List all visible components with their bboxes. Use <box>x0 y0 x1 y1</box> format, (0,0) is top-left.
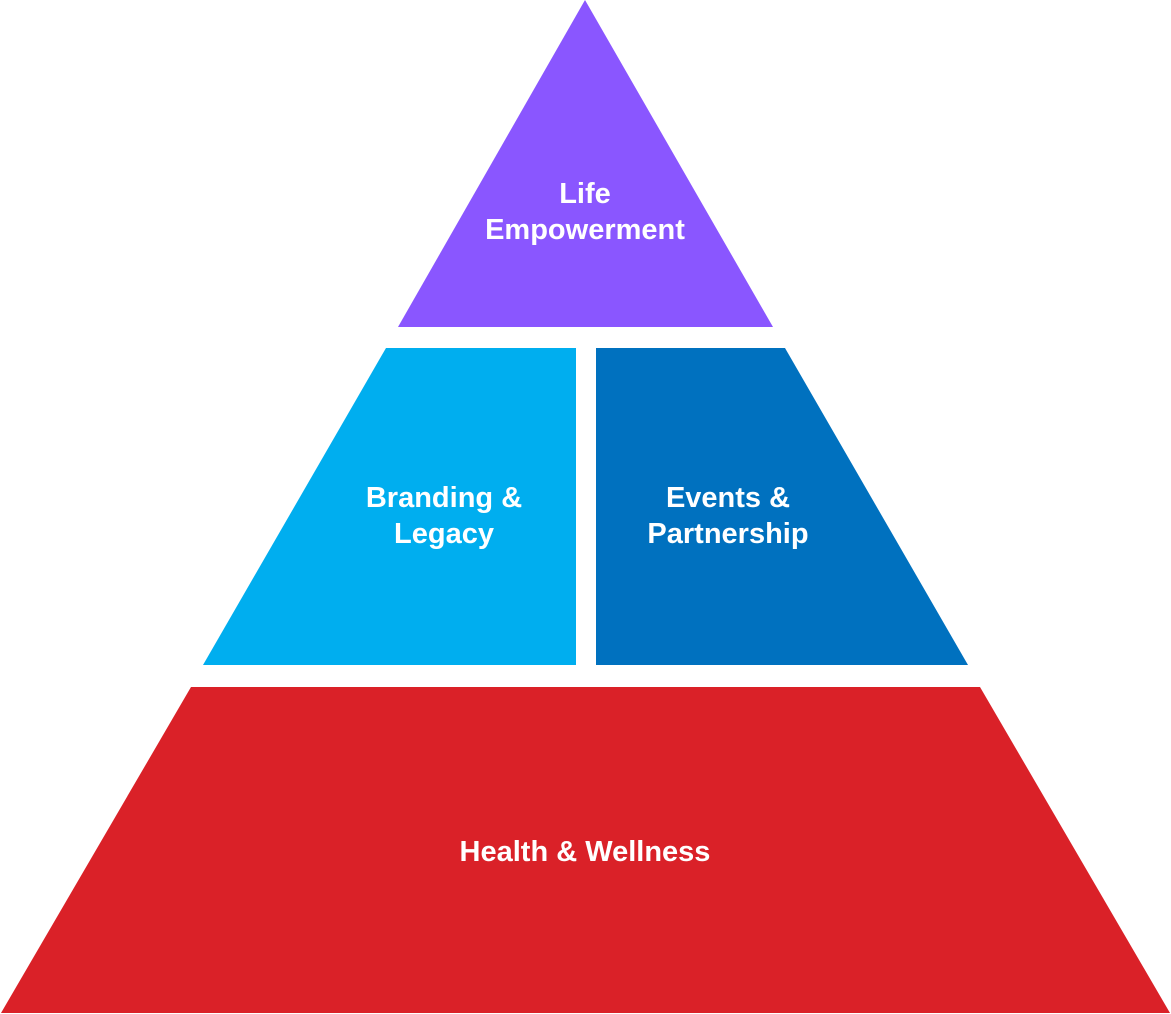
tier-events-partnership-shape <box>596 348 968 665</box>
tier-life-empowerment-label-line1: Life <box>559 178 611 210</box>
tier-branding-legacy[interactable]: Branding & Legacy <box>203 348 576 665</box>
tier-events-partnership-label-line2: Partnership <box>647 518 808 550</box>
tier-branding-legacy-label-line1: Branding & <box>366 482 522 514</box>
tier-events-partnership-label-line1: Events & <box>666 482 790 514</box>
tier-health-wellness-shape <box>1 687 1170 1013</box>
tier-events-partnership[interactable]: Events & Partnership <box>596 348 968 665</box>
tier-life-empowerment-label-line2: Empowerment <box>485 214 685 246</box>
tier-life-empowerment-shape <box>398 0 773 327</box>
tier-health-wellness[interactable]: Health & Wellness <box>1 687 1170 1013</box>
tier-health-wellness-label: Health & Wellness <box>460 836 711 868</box>
tier-life-empowerment[interactable]: Life Empowerment <box>398 0 773 327</box>
tier-branding-legacy-label-line2: Legacy <box>394 518 494 550</box>
tier-branding-legacy-shape <box>203 348 576 665</box>
